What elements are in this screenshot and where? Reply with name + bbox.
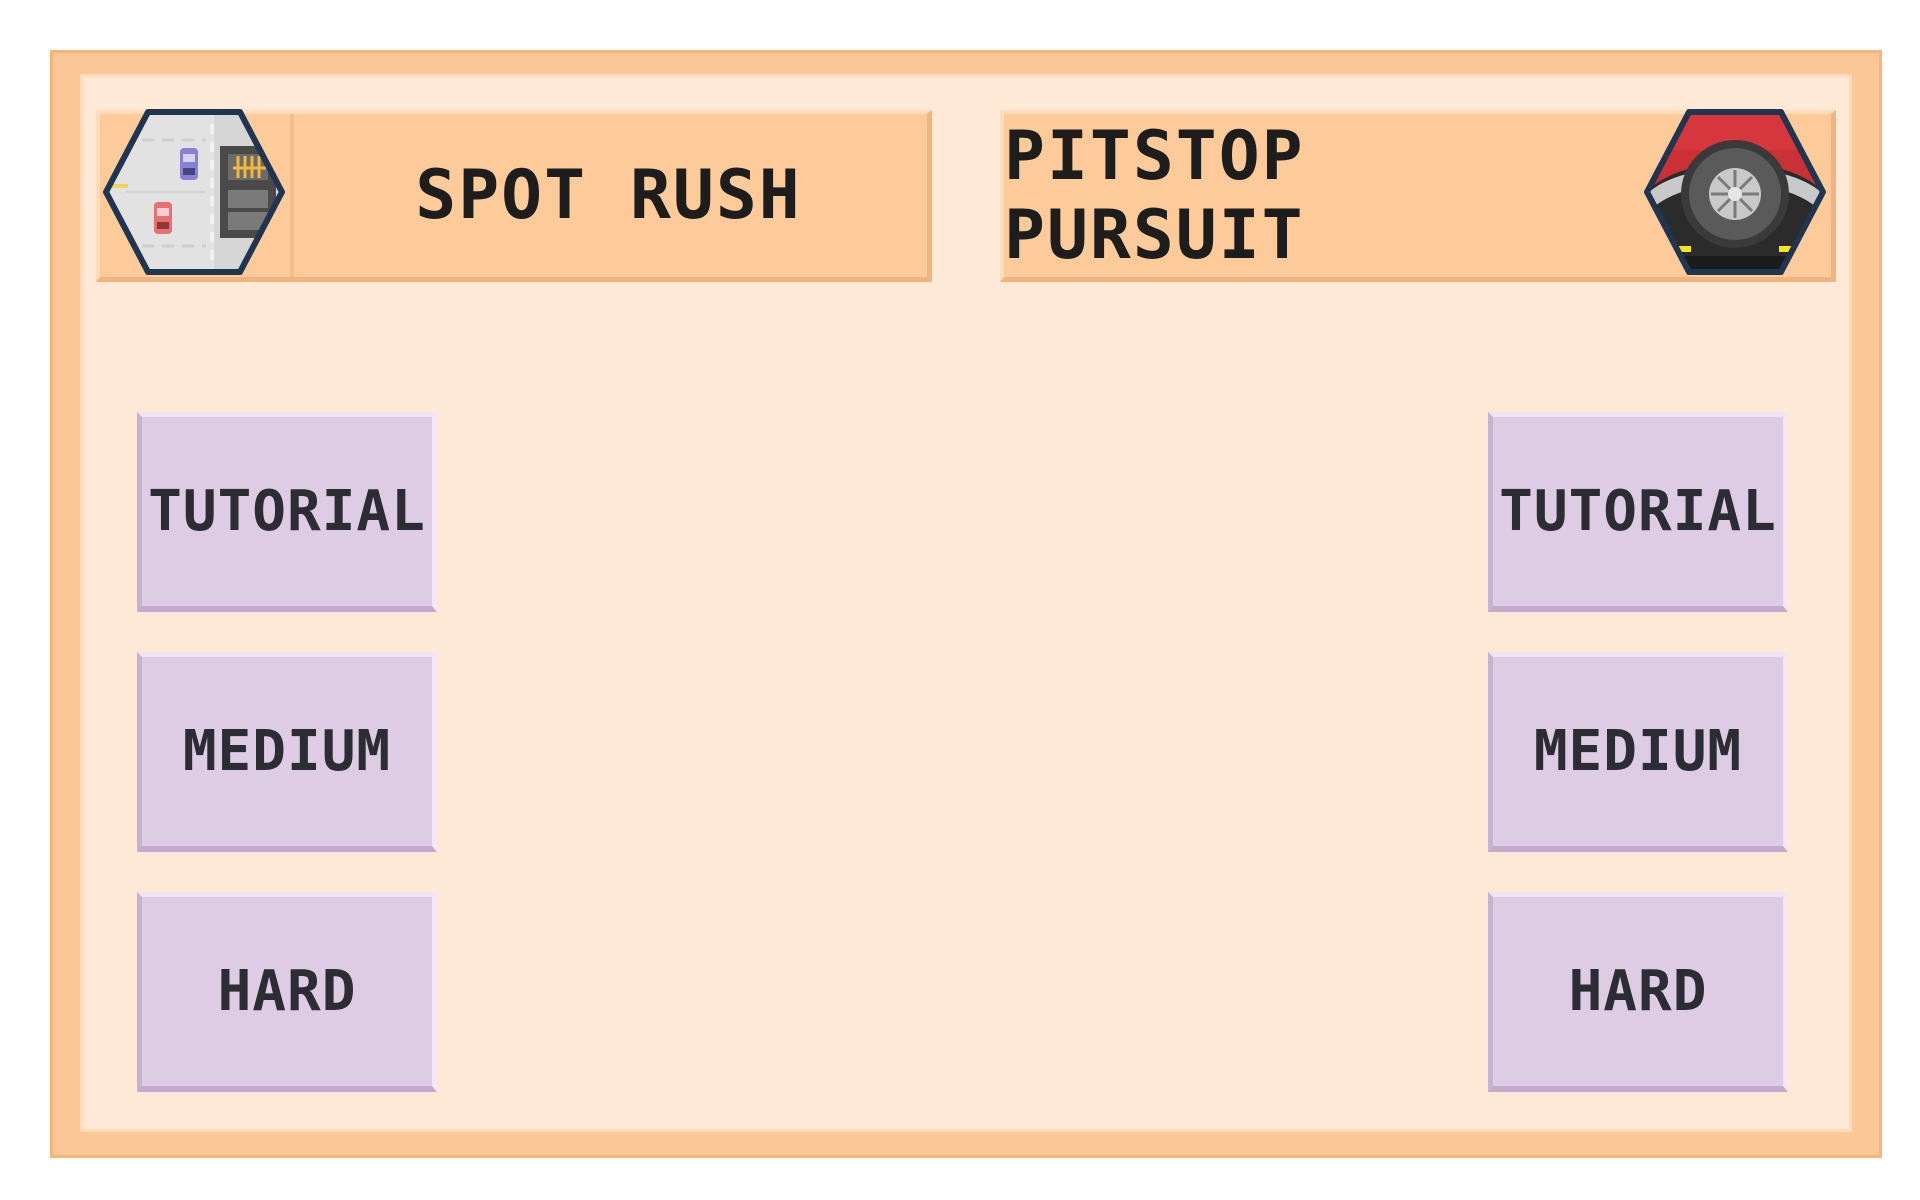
banner-divider xyxy=(290,114,294,277)
game-title-spot-rush: SPOT RUSH xyxy=(415,156,802,235)
game-banner-pitstop-pursuit: PITSTOP PURSUIT xyxy=(1000,109,1836,282)
pitstop-pursuit-tutorial-button[interactable]: TUTORIAL xyxy=(1488,412,1788,612)
spot-rush-tutorial-button[interactable]: TUTORIAL xyxy=(137,412,437,612)
parking-lot-icon xyxy=(102,106,286,282)
pitstop-pursuit-hard-button[interactable]: HARD xyxy=(1488,892,1788,1092)
pitstop-pursuit-medium-button[interactable]: MEDIUM xyxy=(1488,652,1788,852)
race-car-wheel-icon xyxy=(1643,106,1827,282)
spot-rush-medium-button[interactable]: MEDIUM xyxy=(137,652,437,852)
game-banner-spot-rush: SPOT RUSH xyxy=(96,109,932,282)
game-title-pitstop-pursuit: PITSTOP PURSUIT xyxy=(1004,116,1305,275)
spot-rush-hard-button[interactable]: HARD xyxy=(137,892,437,1092)
